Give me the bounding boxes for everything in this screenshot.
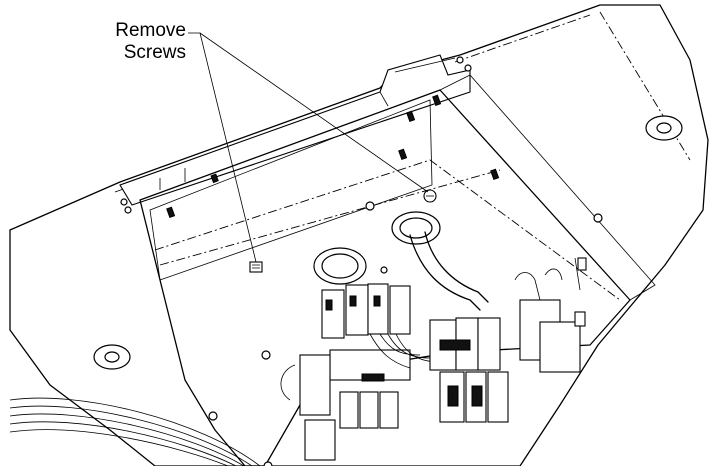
callout-line-1: Remove [115,20,186,41]
cable-conduit-outer [424,231,489,303]
terminal-block-right [514,257,587,373]
contactor-left [321,283,411,429]
knockout-hole-left-inner [321,253,359,279]
fan-guard-rings [9,397,261,466]
small-screws [120,56,603,466]
remove-screws-callout: Remove Screws [62,20,186,64]
wire-bundle [369,333,441,369]
leader-line-right [199,32,429,193]
right-inner-wall [439,74,656,301]
top-flange-detail [159,57,456,190]
inner-dashed-line-2 [159,169,501,266]
screw-target-left [249,261,263,273]
top-flange [119,54,471,206]
back-wall-slots [166,94,500,219]
contactor-right [429,317,509,423]
cable-conduit [409,234,481,311]
inner-back-wall [149,99,433,281]
screw-target-right [423,189,437,203]
washer-left [93,344,131,370]
outer-cover-outline [9,4,709,466]
callout-line-2: Screws [123,42,186,63]
lower-component-left [280,354,336,461]
washer-right [645,115,683,141]
inner-dashed-line-1 [154,159,621,301]
knockout-hole-right-inner [399,217,433,239]
